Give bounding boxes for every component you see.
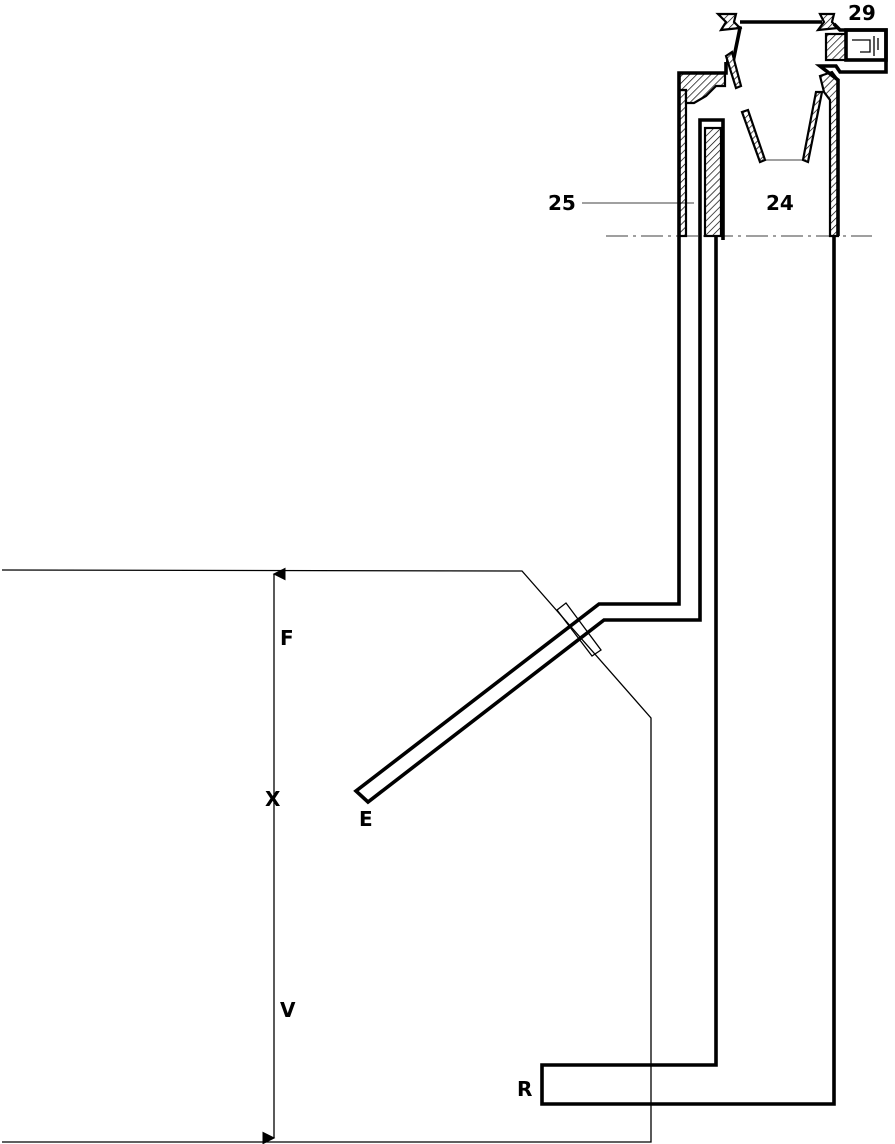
tank-outline	[1, 569, 652, 1143]
funnel-inner-left	[740, 108, 767, 164]
label-E: E	[359, 807, 373, 831]
inner-hatched-pipe	[703, 126, 723, 238]
inlet-pipe-outer	[353, 236, 702, 805]
inlet-flange	[556, 602, 602, 657]
top-left-step-outline	[677, 62, 728, 236]
inner-pipe-cap	[698, 118, 725, 236]
funnel-inner-right	[801, 90, 824, 164]
part-29-box	[844, 28, 888, 62]
part-29-housing	[824, 32, 848, 62]
funnel-left-segment	[724, 50, 743, 90]
part-29-detail	[852, 36, 879, 56]
label-29: 29	[848, 1, 876, 25]
label-24: 24	[766, 191, 794, 215]
left-cap	[715, 12, 743, 32]
label-R: R	[517, 1077, 532, 1101]
label-V: V	[280, 998, 296, 1022]
label-25: 25	[548, 191, 576, 215]
return-pipe-inner-wall	[540, 236, 836, 1106]
label-F: F	[280, 626, 294, 650]
right-hatched-wall	[818, 70, 840, 238]
top-hatched-bracket	[677, 71, 727, 105]
label-X: X	[265, 787, 281, 811]
